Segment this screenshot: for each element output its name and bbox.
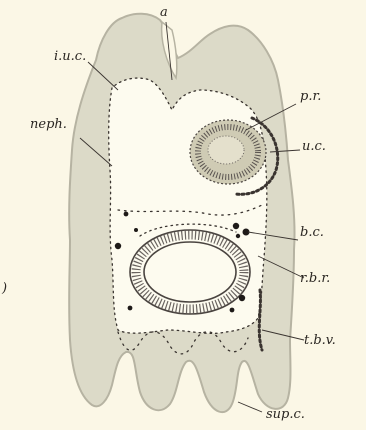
margin-mark: ) (1, 281, 7, 296)
label-supc: sup.c. (266, 407, 305, 422)
label-a: a (160, 5, 168, 20)
label-tbv: t.b.v. (304, 333, 336, 348)
label-uc: u.c. (302, 139, 326, 154)
label-rbr: r.b.r. (300, 271, 330, 286)
label-neph: neph. (30, 117, 67, 132)
label-iuc: i.u.c. (54, 49, 86, 64)
label-pr: p.r. (300, 89, 321, 104)
pr-organ (190, 120, 266, 184)
rbr-ring (130, 230, 250, 314)
label-bc: b.c. (300, 225, 324, 240)
